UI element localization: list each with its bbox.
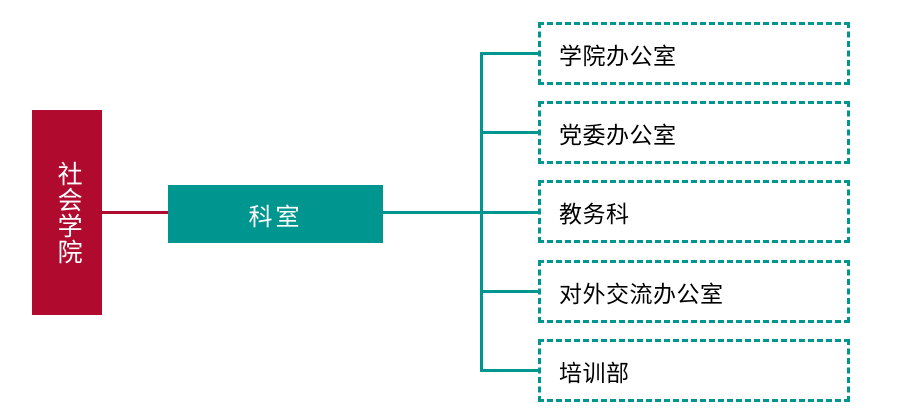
leaf-node-label: 培训部 bbox=[559, 360, 630, 386]
connector-root-to-mid bbox=[102, 211, 169, 214]
connector-stem bbox=[383, 211, 538, 214]
connector-branch-3 bbox=[480, 211, 538, 214]
connector-branch-4 bbox=[480, 290, 538, 293]
leaf-node[interactable]: 学院办公室 bbox=[538, 22, 850, 85]
mid-node-label: 科室 bbox=[248, 204, 303, 231]
leaf-node[interactable]: 教务科 bbox=[538, 180, 850, 243]
connector-branch-1 bbox=[480, 52, 538, 55]
leaf-node-label: 学院办公室 bbox=[559, 43, 677, 69]
leaf-node[interactable]: 党委办公室 bbox=[538, 101, 850, 164]
connector-branch-5 bbox=[480, 369, 538, 372]
mid-node-departments[interactable]: 科室 bbox=[168, 185, 383, 243]
leaf-node-label: 对外交流办公室 bbox=[559, 281, 724, 307]
leaf-node-label: 教务科 bbox=[559, 201, 630, 227]
root-node-label: 社会学院 bbox=[54, 160, 82, 265]
leaf-node-label: 党委办公室 bbox=[559, 122, 677, 148]
connector-branch-2 bbox=[480, 131, 538, 134]
root-node-social-college[interactable]: 社会学院 bbox=[32, 110, 102, 315]
leaf-node[interactable]: 对外交流办公室 bbox=[538, 260, 850, 323]
leaf-node[interactable]: 培训部 bbox=[538, 339, 850, 402]
